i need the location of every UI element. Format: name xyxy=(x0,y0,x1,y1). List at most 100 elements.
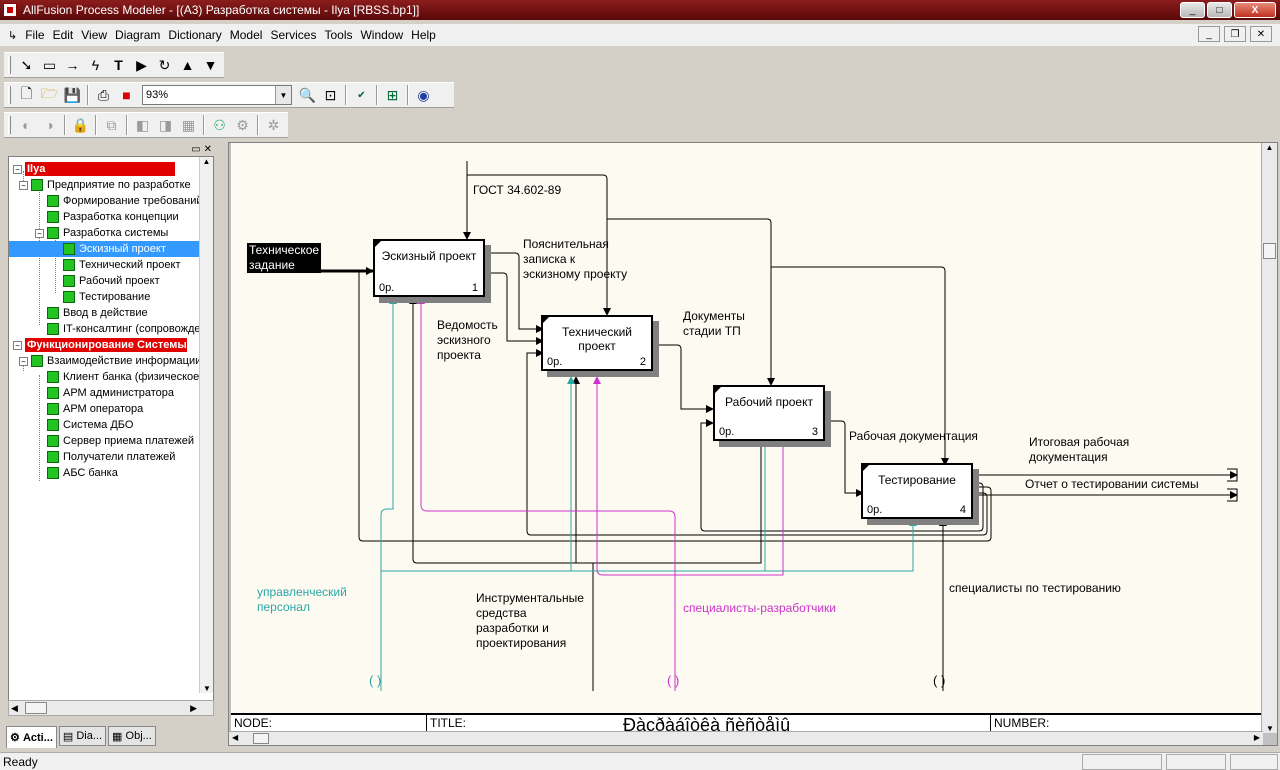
tab-activities[interactable]: ⚙ Acti... xyxy=(6,726,57,748)
arrow-label-developers[interactable]: специалисты-разработчики xyxy=(683,601,836,615)
zoom-fit-icon[interactable]: ⊡ xyxy=(324,86,337,103)
tree-item-working-project[interactable]: Рабочий проект xyxy=(63,273,160,289)
mart-manage-icon[interactable]: ▦ xyxy=(181,116,196,133)
rotate-tool-icon[interactable]: ↻ xyxy=(158,56,171,73)
menu-window[interactable]: Window xyxy=(360,28,404,42)
collapse-icon[interactable]: − xyxy=(19,180,28,190)
scroll-thumb[interactable] xyxy=(253,733,269,744)
play-tool-icon[interactable]: ▶ xyxy=(136,56,147,73)
canvas-horizontal-scrollbar[interactable]: ◀ ▶ xyxy=(229,731,1263,745)
mart-library-icon[interactable]: ⧉ xyxy=(106,116,117,133)
tree-item-concept[interactable]: Разработка концепции xyxy=(47,209,179,225)
arrow-label-test-report[interactable]: Отчет о тестировании системы xyxy=(1025,477,1199,491)
scroll-left-icon[interactable]: ◀ xyxy=(232,733,239,742)
scroll-right-icon[interactable]: ▶ xyxy=(190,703,197,713)
idef0-diagram-canvas[interactable]: Эскизный проект 0р. 1 Технический проект… xyxy=(231,143,1261,733)
open-folder-icon[interactable]: 🗁 xyxy=(40,85,59,101)
tree-item-operator-ws[interactable]: АРМ оператора xyxy=(47,401,143,417)
tree-item-sketch-project[interactable]: Эскизный проект xyxy=(9,241,213,257)
document-icon[interactable]: ↳ xyxy=(8,29,18,42)
activity-box-a2[interactable]: Технический проект 0р. 2 xyxy=(541,315,653,371)
scroll-left-icon[interactable]: ◀ xyxy=(11,703,18,713)
tree-item-dbo-system[interactable]: Система ДБО xyxy=(47,417,133,433)
canvas-vertical-scrollbar[interactable]: ▲ ▼ xyxy=(1261,143,1277,733)
tab-diagrams[interactable]: ▤ Dia... xyxy=(58,726,107,746)
zoom-select[interactable]: 93% ▼ xyxy=(142,85,292,105)
mart-open-icon[interactable]: ◧ xyxy=(135,116,150,133)
spell-check-icon[interactable]: ✔ xyxy=(357,89,366,101)
tree-item-payees[interactable]: Получатели платежей xyxy=(47,449,175,465)
arrow-label-gost[interactable]: ГОСТ 34.602-89 xyxy=(473,183,562,197)
menu-services[interactable]: Services xyxy=(270,28,317,42)
mdi-close-button[interactable]: ✕ xyxy=(1250,26,1272,42)
arrow-label-tools[interactable]: Инструментальные средства разработки и п… xyxy=(476,591,584,651)
scroll-up-icon[interactable]: ▲ xyxy=(202,157,211,166)
mart-disconnect-icon[interactable]: ◑ xyxy=(45,117,54,133)
activity-box-a3[interactable]: Рабочий проект 0р. 3 xyxy=(713,385,825,441)
menu-tools[interactable]: Tools xyxy=(324,28,353,42)
scroll-down-icon[interactable]: ▼ xyxy=(1266,724,1274,733)
tree-item-requirements[interactable]: Формирование требований xyxy=(47,193,203,209)
menu-file[interactable]: File xyxy=(25,28,45,42)
arrow-label-final-docs[interactable]: Итоговая рабочая документация xyxy=(1029,435,1129,465)
panel-close-icon[interactable]: ✕ xyxy=(203,143,212,155)
arrow-label-testers[interactable]: специалисты по тестированию xyxy=(949,581,1121,595)
arrow-label-input[interactable]: Техническое задание xyxy=(247,243,322,273)
tree-item-technical-project[interactable]: Технический проект xyxy=(63,257,181,273)
menu-help[interactable]: Help xyxy=(411,28,436,42)
new-file-icon[interactable]: 🗋 xyxy=(20,85,33,101)
tree-item-interaction[interactable]: − Взаимодействие информации xyxy=(19,353,201,369)
arrow-label-working-docs[interactable]: Рабочая документация xyxy=(849,429,978,443)
zoom-in-icon[interactable]: 🔍 xyxy=(298,86,317,103)
scroll-down-icon[interactable]: ▼ xyxy=(203,684,211,693)
color-palette-icon[interactable]: ■ xyxy=(122,87,131,103)
tree-item-admin-ws[interactable]: АРМ администратора xyxy=(47,385,174,401)
arrow-label-explanatory-note[interactable]: Пояснительная записка к эскизному проект… xyxy=(523,237,627,282)
scroll-thumb[interactable] xyxy=(1263,243,1276,259)
tree-item-system-dev[interactable]: − Разработка системы xyxy=(35,225,168,241)
tree-item-enterprise[interactable]: − Предприятие по разработке xyxy=(19,177,191,193)
maximize-button[interactable]: □ xyxy=(1207,2,1232,18)
mart-merge-icon[interactable]: ◨ xyxy=(158,116,173,133)
activity-box-a1[interactable]: Эскизный проект 0р. 1 xyxy=(373,239,485,297)
menu-diagram[interactable]: Diagram xyxy=(115,28,161,42)
arrow-label-tp-docs[interactable]: Документы стадии ТП xyxy=(683,309,745,339)
tree-item-testing[interactable]: Тестирование xyxy=(63,289,150,305)
arrow-label-management[interactable]: управленческий персонал xyxy=(257,585,347,615)
collapse-icon[interactable]: − xyxy=(13,340,22,350)
scroll-thumb[interactable] xyxy=(25,702,47,714)
bug-icon[interactable]: ✲ xyxy=(267,116,280,133)
tree-model-ilya[interactable]: − Ilya xyxy=(13,161,175,177)
user-group-icon[interactable]: ⚇ xyxy=(213,116,226,133)
go-down-icon[interactable]: ▼ xyxy=(203,57,218,73)
minimize-button[interactable]: _ xyxy=(1180,2,1205,18)
activity-box-a4[interactable]: Тестирование 0р. 4 xyxy=(861,463,973,519)
tree-horizontal-scrollbar[interactable]: ◀ ▶ xyxy=(8,700,214,716)
arrow-tool-icon[interactable]: → xyxy=(65,57,80,73)
tree-model-functioning[interactable]: − Функционирование Системы xyxy=(13,337,187,353)
squiggle-tool-icon[interactable]: ϟ xyxy=(91,57,100,73)
collapse-icon[interactable]: − xyxy=(13,164,22,174)
pointer-tool-icon[interactable]: ➘ xyxy=(20,56,33,73)
chevron-down-icon[interactable]: ▼ xyxy=(275,86,291,104)
text-tool-icon[interactable]: T xyxy=(114,57,123,73)
lock-icon[interactable]: 🔒 xyxy=(71,116,90,133)
tree-item-bank-client[interactable]: Клиент банка (физическое) xyxy=(47,369,203,385)
scroll-right-icon[interactable]: ▶ xyxy=(1253,733,1260,742)
tree-item-payment-server[interactable]: Сервер приема платежей xyxy=(47,433,194,449)
print-icon[interactable]: ⎙ xyxy=(97,86,110,103)
mart-connect-icon[interactable]: ◐ xyxy=(22,117,31,133)
save-icon[interactable]: 💾 xyxy=(63,86,82,103)
go-up-icon[interactable]: ▲ xyxy=(180,57,195,73)
collapse-icon[interactable]: − xyxy=(35,228,44,238)
menu-edit[interactable]: Edit xyxy=(52,28,74,42)
menu-model[interactable]: Model xyxy=(229,28,263,42)
tree-item-deployment[interactable]: Ввод в действие xyxy=(47,305,148,321)
mdi-restore-button[interactable]: ❐ xyxy=(1224,26,1246,42)
close-button[interactable]: X xyxy=(1234,2,1276,18)
tree-item-it-consulting[interactable]: IT-консалтинг (сопровождение) xyxy=(47,321,213,337)
tree-item-abs-bank[interactable]: АБС банка xyxy=(47,465,118,481)
arrow-label-statement[interactable]: Ведомость эскизного проекта xyxy=(437,318,498,363)
tree-vertical-scrollbar[interactable]: ▲ ▼ xyxy=(199,157,213,693)
tab-objects[interactable]: ▦ Obj... xyxy=(108,726,156,746)
